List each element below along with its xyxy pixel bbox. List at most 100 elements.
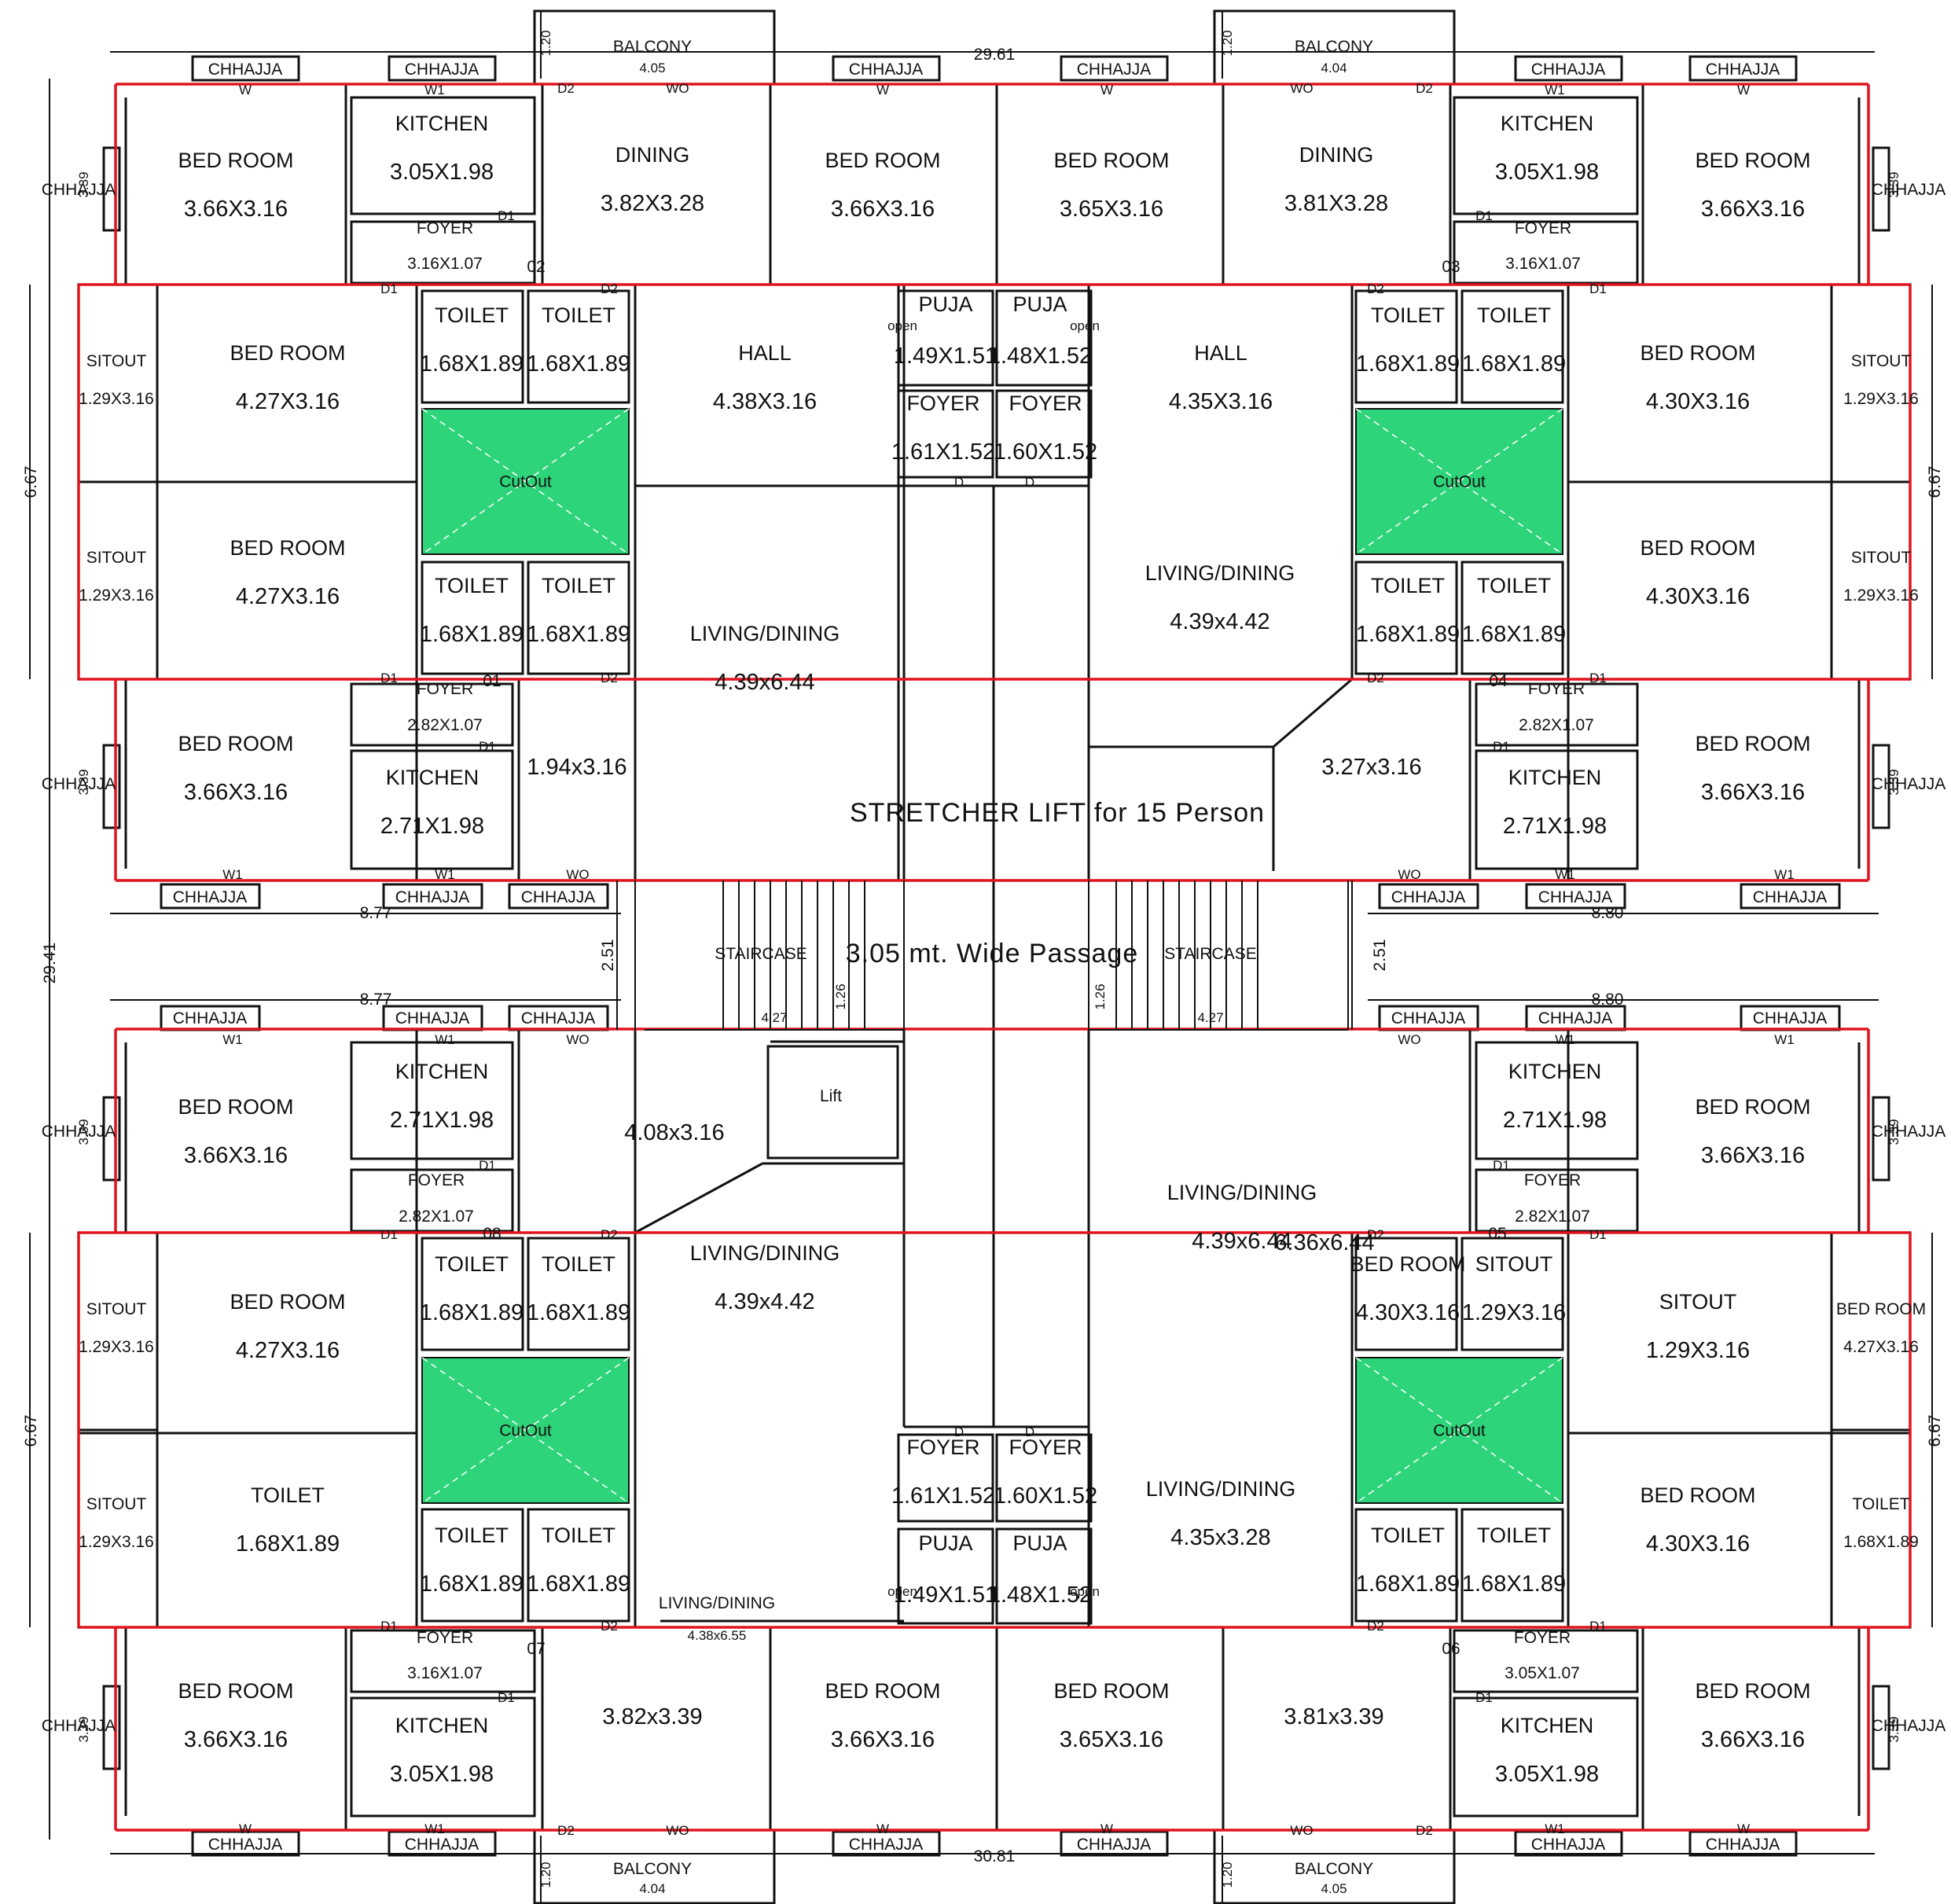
room-name-sitout: SITOUT [86,549,147,567]
chhajja-label: CHHAJJA [405,61,479,79]
flat-number: 01 [483,672,501,690]
chhajja-label: CHHAJJA [1538,1009,1613,1027]
chhajja-label: CHHAJJA [1531,1836,1606,1854]
room-size: 3.05X1.07 [1505,1664,1580,1682]
flat-number: 02 [527,258,545,276]
room-size: 3.16X1.07 [407,255,483,273]
room-name-bed-room: BED ROOM [178,732,293,755]
room-name-toilet: TOILET [251,1483,325,1507]
door-mark: D2 [601,281,618,296]
door-mark: D1 [1475,208,1493,223]
room-size: 2.82X1.07 [1519,716,1594,734]
kitchen-foyer-box [1475,682,1639,747]
room-name-bed-room: BED ROOM [1695,149,1810,172]
room-name-toilet: TOILET [435,1252,509,1276]
passage-note: 3.05 mt. Wide Passage [846,939,1139,969]
room-name-kitchen: KITCHEN [1501,112,1594,135]
window-mark: W [239,1821,252,1836]
sitout-room [77,480,159,681]
chhajja-label: CHHAJJA [42,1717,116,1735]
room-size: 3.66X3.16 [184,1727,288,1752]
chhajja-label: CHHAJJA [1706,61,1780,79]
room-size: 4.30X3.16 [1646,584,1750,609]
edge-dim: 3.39 [1887,1716,1901,1742]
room-name-bed-room: BED ROOM [178,149,293,172]
chhajja-box [1740,883,1841,910]
room-size: 3.16X1.07 [1505,255,1581,273]
window-mark: W [876,83,889,97]
chhajja-box [1525,883,1626,910]
room-size: 1.29X3.16 [79,586,154,605]
window-mark: WO [1290,81,1313,96]
cutout-label: CutOut [499,1422,552,1440]
room-name-dining: DINING [615,143,690,167]
wing-width-dim: 8.77 [360,991,392,1009]
sitout-room [1830,283,1912,483]
chhajja-label: CHHAJJA [1077,61,1152,79]
room-name-hall: HALL [1194,341,1247,365]
room-name-foyer: FOYER [1528,680,1585,698]
room-size: 2.82X1.07 [399,1207,474,1226]
room-name-sitout: SITOUT [1851,352,1912,370]
room-size: 1.68X1.89 [527,622,630,647]
room-name-dining: DINING [1299,143,1374,167]
flat-number: 03 [1442,258,1460,276]
room-size: 3.05X1.98 [390,160,494,185]
room-size: 1.68X1.89 [1356,622,1460,647]
chhajja-label: CHHAJJA [1391,888,1466,906]
chhajja-box [1060,1830,1169,1857]
room-size: 3.66X3.16 [1701,780,1805,805]
chhajja-box [160,883,261,910]
window-mark: WO [1398,867,1420,882]
toilet-box [1460,1508,1564,1623]
door-mark: D1 [1493,1158,1510,1173]
door-mark: D2 [1416,81,1433,96]
room-name-puja: PUJA [918,292,972,316]
room-size: 1.68X1.89 [420,1300,524,1325]
room-name-kitchen: KITCHEN [386,766,479,789]
side-chhajja [1872,744,1890,829]
room-size: 4.38X3.16 [713,389,817,414]
chhajja-label: CHHAJJA [405,1836,479,1854]
room-name-puja: PUJA [918,1531,972,1555]
passage-width-dim: 2.51 [1371,939,1389,972]
side-chhajja [1872,146,1890,232]
room-name-puja: PUJA [1012,1531,1067,1555]
door-mark: open [1070,318,1100,333]
balcony-depth-dim: 1.20 [1220,1862,1235,1887]
kitchen-foyer-box [350,1696,536,1818]
room-name-bed-room: BED ROOM [230,536,345,560]
room-size: 3.82x3.39 [602,1704,702,1729]
room-name-kitchen: KITCHEN [395,112,489,135]
chhajja-label: CHHAJJA [173,1009,248,1027]
chhajja-label: CHHAJJA [395,888,470,906]
toilet-box [421,1237,524,1351]
room-size: 3.81x3.39 [1284,1704,1383,1729]
kitchen-foyer-box [350,682,514,747]
chhajja-box [191,55,300,82]
chhajja-label: CHHAJJA [1538,888,1613,906]
window-mark: W1 [222,867,243,882]
window-mark: WO [566,1032,589,1047]
room-size: 2.71X1.98 [380,814,484,839]
room-name-toilet: TOILET [542,574,615,597]
chhajja-label: CHHAJJA [1872,1123,1946,1141]
door-mark: D1 [380,281,398,296]
room-size: 4.39x4.42 [1170,609,1269,634]
window-mark: W1 [424,1821,445,1836]
balcony-depth-dim: 1.20 [538,1862,553,1887]
flat-number: 04 [1489,672,1508,690]
balcony-width-dim: 4.05 [1321,1881,1347,1896]
room-size: 1.29X3.16 [1843,586,1919,605]
window-mark: W1 [435,1032,455,1047]
room-name-living-dining: LIVING/DINING [659,1594,775,1612]
cutout-diagonal [421,408,630,555]
room-name-foyer: FOYER [1514,1629,1571,1647]
room-name-bed-room: BED ROOM [1350,1252,1465,1276]
door-mark: D1 [1493,739,1510,754]
room-name-bed-room: BED ROOM [178,1679,293,1703]
chhajja-label: CHHAJJA [849,1836,924,1854]
room-name-foyer: FOYER [1524,1171,1581,1189]
room-name-foyer: FOYER [408,1171,465,1189]
